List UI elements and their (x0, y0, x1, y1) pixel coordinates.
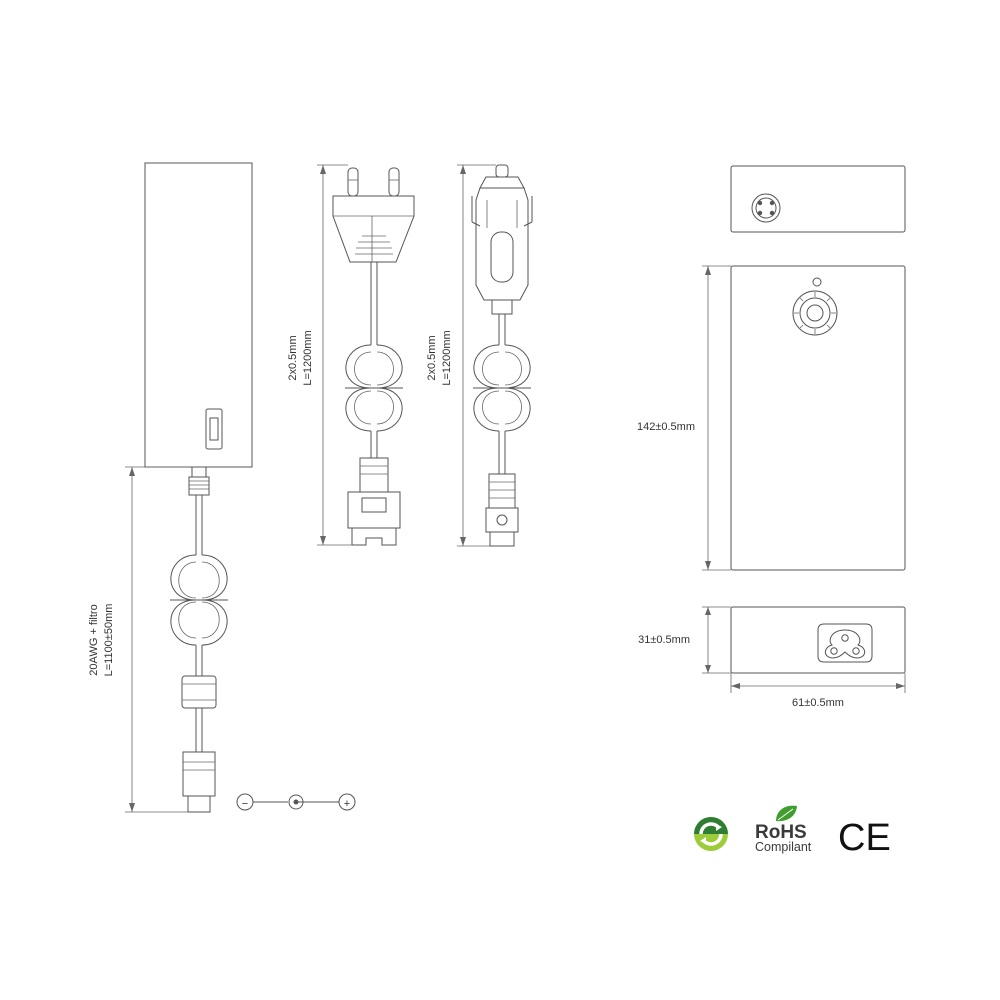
mains-cable-gauge-label: 2x0.5mm (287, 335, 299, 380)
polarity-symbol: − + (236, 793, 356, 811)
height-dimension: 142±0.5mm (637, 265, 731, 571)
voltage-selector-marks (794, 292, 836, 334)
mains-cable-dimension: 2x0.5mm L=1200mm (287, 164, 352, 546)
green-dot-recycle-icon (694, 817, 728, 851)
width-dimension: 61±0.5mm (730, 673, 906, 709)
adapter-front-view (730, 265, 906, 571)
car-lighter-cable (471, 164, 533, 547)
car-cable-gauge-label: 2x0.5mm (426, 335, 438, 380)
rohs-logo: RoHS Compilant (755, 805, 812, 854)
dc-cable-dimension: 20AWG + filtro L=1100±50mm (88, 466, 189, 813)
rohs-subtitle: Compilant (755, 840, 812, 854)
polarity-negative: − (242, 798, 248, 810)
car-cable-length-label: L=1200mm (441, 330, 453, 385)
adapter-end-view (730, 165, 906, 233)
mains-cable-length-label: L=1200mm (302, 330, 314, 385)
ce-mark: CE (838, 817, 891, 859)
height-dimension-label: 142±0.5mm (637, 421, 695, 433)
depth-dimension-label: 31±0.5mm (638, 634, 690, 646)
dc-cable-length-label: L=1100±50mm (103, 604, 115, 677)
adapter-side-view (144, 162, 253, 468)
adapter-bottom-view (730, 606, 906, 674)
car-cable-dimension: 2x0.5mm L=1200mm (426, 164, 496, 547)
polarity-positive: + (344, 798, 350, 810)
mains-cable (332, 167, 415, 546)
depth-dimension: 31±0.5mm (638, 606, 731, 674)
rohs-title: RoHS (755, 822, 807, 843)
width-dimension-label: 61±0.5mm (792, 697, 844, 709)
dc-cable-gauge-label: 20AWG + filtro (88, 604, 100, 675)
dc-output-cable (170, 466, 228, 813)
